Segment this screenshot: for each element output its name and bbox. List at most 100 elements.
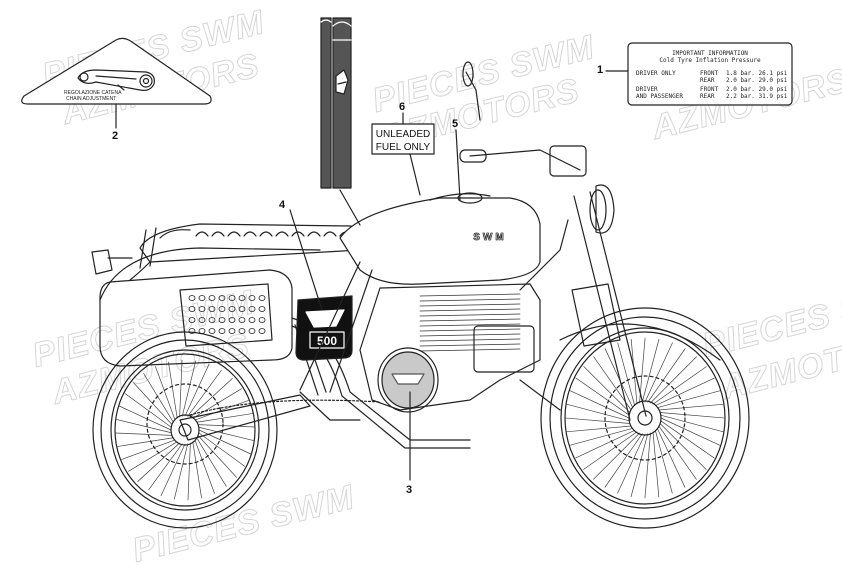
side-badge-number: 500 (317, 334, 337, 348)
seat (139, 223, 371, 263)
exhaust-hole (258, 306, 266, 312)
exhaust-hole (188, 328, 196, 334)
front-fender (559, 323, 721, 361)
spoke (658, 425, 697, 480)
side-panel-badge (295, 295, 353, 361)
exhaust-hole (258, 328, 266, 334)
spoke (197, 435, 237, 478)
spoke (644, 432, 651, 499)
tyre-pressure-label: IMPORTANT INFORMATION Cold Tyre Inflatio… (605, 42, 793, 106)
exhaust-hole (228, 328, 236, 334)
engine-fin (419, 333, 521, 337)
tyre-row-3-load: DRIVER (636, 86, 658, 93)
engine-fin (419, 323, 521, 327)
tyre-row-1-load: DRIVER ONLY (636, 70, 676, 77)
spoke (583, 431, 638, 470)
exhaust-hole (218, 295, 226, 301)
spoke (647, 348, 686, 403)
spoke (155, 366, 176, 421)
tyre-row-2-value: 2.0 bar. 29.0 psi (726, 77, 788, 84)
exhaust-hole (248, 306, 256, 312)
exhaust-hole (258, 295, 266, 301)
chain-adjustment-label: REGOLAZIONE CATENA CHAIN ADJUSTMENT (21, 37, 212, 129)
exhaust-hole (228, 317, 236, 323)
spoke (641, 338, 660, 403)
exhaust-hole (198, 306, 206, 312)
spoke (196, 437, 227, 487)
spoke (124, 393, 172, 428)
spoke (650, 356, 697, 404)
engine-fin (419, 328, 521, 332)
spoke (660, 414, 725, 433)
exhaust-hole (238, 295, 246, 301)
tyre-label-title: IMPORTANT INFORMATION (672, 50, 748, 57)
tyre-label-subtitle: Cold Tyre Inflation Pressure (659, 57, 761, 64)
exhaust-hole (248, 317, 256, 323)
spoke (569, 427, 634, 446)
spoke (143, 373, 174, 423)
exhaust-hole (228, 306, 236, 312)
spoke (617, 433, 646, 494)
engine (359, 283, 541, 411)
tyre-row-2-wheel: REAR (700, 77, 715, 84)
spoke (617, 342, 636, 407)
tail-light (91, 249, 113, 275)
swingarm (179, 394, 311, 441)
mirror-stem (465, 71, 481, 121)
spoke (660, 420, 715, 459)
spoke (118, 405, 172, 431)
fuel-label: UNLEADED FUEL ONLY (371, 112, 435, 196)
exhaust-hole (208, 295, 216, 301)
instrument-cluster (549, 145, 587, 177)
handlebar (469, 149, 581, 171)
spoke (194, 439, 215, 494)
exhaust-hole (228, 295, 236, 301)
tyre-row-1-wheel: FRONT (700, 70, 718, 77)
spoke (194, 400, 249, 421)
front-hub (628, 400, 662, 436)
spoke (181, 360, 197, 417)
engine-fin (419, 318, 521, 322)
chain-label-line1: REGOLAZIONE CATENA (64, 90, 122, 96)
tyre-row-4-load: AND PASSENGER (636, 93, 683, 100)
spoke (196, 413, 254, 423)
engine-fin (419, 308, 521, 312)
spoke (658, 403, 725, 411)
exhaust-hole (208, 317, 216, 323)
callout-3: 3 (406, 484, 413, 496)
exhaust-hole (188, 306, 196, 312)
engine-fin (419, 298, 521, 302)
callout-5: 5 (452, 118, 459, 130)
spoke (564, 417, 631, 424)
engine-fin (419, 293, 521, 297)
parts-diagram: PIECES SWM AZMOTORS PIECES SWM AZMOTORS … (21, 3, 842, 570)
exhaust-hole (238, 306, 246, 312)
tank-brand: SWM (473, 232, 506, 243)
mirror (462, 61, 474, 87)
front-tyre (540, 307, 750, 529)
exhaust-hole (248, 328, 256, 334)
spoke (168, 361, 178, 419)
diagram-svg: IMPORTANT INFORMATION Cold Tyre Inflatio… (21, 17, 793, 529)
front-brake-disc (604, 375, 686, 461)
spoke (198, 432, 246, 467)
spoke (121, 439, 176, 460)
fuel-cap (457, 192, 483, 204)
callout-2: 2 (112, 130, 119, 142)
spoke (575, 429, 636, 459)
tyre-row-1-value: 1.8 bar. 26.1 psi (726, 70, 788, 77)
spoke (128, 441, 178, 472)
spoke (187, 369, 222, 417)
headlight (595, 184, 615, 234)
exhaust-hole (198, 317, 206, 323)
exhaust-muffler (99, 269, 293, 367)
spoke (593, 432, 640, 480)
exhaust-hole (258, 317, 266, 323)
spoke (184, 363, 210, 417)
exhaust-hole (248, 295, 256, 301)
tyre-row-3-wheel: FRONT (700, 86, 718, 93)
spoke (116, 437, 174, 447)
fuel-label-line2: FUEL ONLY (376, 142, 431, 153)
callout-4: 4 (279, 199, 286, 211)
spoke (148, 443, 183, 491)
